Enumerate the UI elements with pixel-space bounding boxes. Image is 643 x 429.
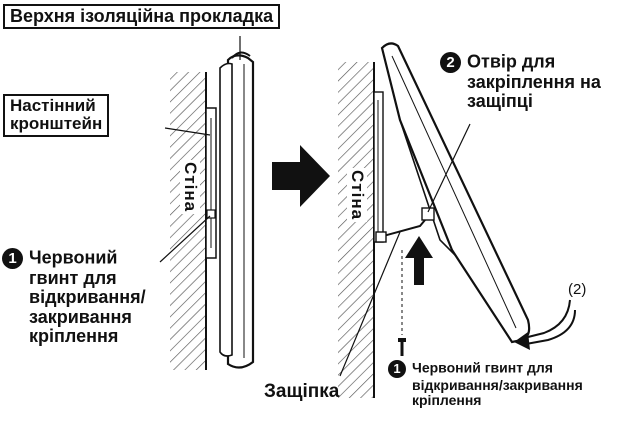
curved-arrow-icon [514,299,576,350]
number-badge-1: 1 [2,248,23,269]
top-pad-label: Верхня ізоляційна прокладка [3,4,281,30]
transition-arrow [272,145,330,207]
leader-screw-left [159,215,211,263]
red-screw-left-line1: Червоний [29,247,118,268]
leader-bracket [164,127,211,136]
red-screw-left-line5: кріплення [29,326,119,347]
red-screw-left-label: 1 Червоний гвинт для відкривання/ закрива… [2,248,146,347]
up-arrow [405,236,433,285]
latch-hinge [375,207,435,243]
wall-bracket-label: Настінний кронштейн [3,94,110,137]
leader-latch [339,231,401,377]
wall-label-left: Стіна [180,160,200,215]
red-screw-left-line4: закривання [29,306,132,327]
red-screw-left-line3: відкривання/ [29,287,146,308]
number-badge-2: 2 [440,52,461,73]
wall-label-right: Стіна [347,168,367,223]
left-wall [170,72,207,370]
number-badge-1-right: 1 [388,360,406,378]
right-wall-bracket [373,91,384,243]
wall-bracket-line1: Настінний [10,96,96,115]
red-screw-right-label: 1 Червоний гвинт для відкривання/закриван… [388,360,583,408]
latch-label: Защіпка [264,381,340,402]
left-tv-side [219,51,255,369]
left-wall-bracket [205,107,217,259]
step-marker: (2) [568,281,587,298]
hole-line3: защіпці [467,91,533,112]
right-wall [338,62,375,398]
hole-label: 2 Отвір для закріплення на защіпці [440,52,601,112]
red-screw-right-line3: кріплення [412,392,482,409]
red-screw-icon [398,338,406,356]
red-screw-right-line1: Червоний гвинт для [412,359,553,376]
leader-hole [427,123,471,213]
red-screw-left-line2: гвинт для [29,268,117,288]
wall-bracket-line2: кронштейн [10,114,103,134]
hole-line2: закріплення на [467,72,601,92]
hole-line1: Отвір для [467,51,556,72]
red-screw-right-line2: відкривання/закривання [412,377,583,393]
